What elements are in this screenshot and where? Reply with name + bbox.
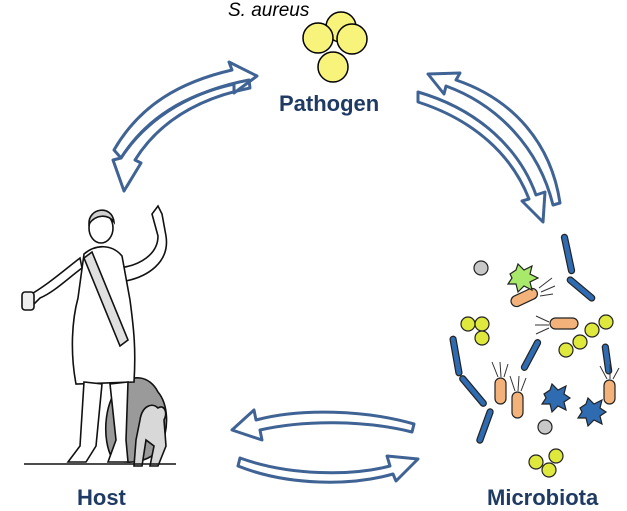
statue-extended-arm <box>26 256 83 306</box>
flagella <box>599 364 620 380</box>
rod-bacterium <box>560 233 576 275</box>
microbiota-label: Microbiota <box>487 485 599 510</box>
coccus <box>336 23 368 55</box>
species-label: S. aureus <box>228 0 310 21</box>
coccus <box>317 51 349 83</box>
microbiota-community <box>449 233 620 478</box>
coccus-small <box>572 334 588 350</box>
coccus-small <box>541 462 557 478</box>
coccus-small <box>474 316 490 332</box>
statue-sash <box>83 250 129 348</box>
staph-aureus-cluster <box>302 11 368 83</box>
grey-cell <box>537 419 553 435</box>
coccus-small <box>528 454 544 470</box>
statue-hair <box>88 209 116 227</box>
coccus-small <box>548 448 564 464</box>
dog-icon <box>133 404 167 467</box>
coccus <box>302 22 334 54</box>
coccus-small <box>460 316 476 332</box>
statue-held-object <box>21 291 35 311</box>
host-label: Host <box>77 485 126 510</box>
rod-bacterium <box>449 335 463 377</box>
statue-tunic <box>71 245 136 385</box>
rod-bacterium <box>459 375 487 407</box>
statue-legs <box>66 381 129 463</box>
statue-raised-arm <box>117 204 168 283</box>
flagellated-rod <box>549 317 579 330</box>
pathogen-label: Pathogen <box>279 91 380 116</box>
flagellated-rod <box>510 287 539 308</box>
spiky-cell-blue <box>576 396 608 428</box>
flagella <box>538 277 556 297</box>
coccus-small <box>558 342 574 358</box>
flagella <box>509 375 527 392</box>
spiky-cell-green <box>506 262 540 294</box>
flagella <box>535 315 550 335</box>
rod-bacterium <box>476 408 494 444</box>
flagellated-rod <box>494 377 507 405</box>
rod-bacterium <box>566 276 596 302</box>
coccus-small <box>584 322 600 338</box>
coccus-small <box>598 314 614 330</box>
arrow-pathogen-to-host <box>111 78 252 193</box>
flagella <box>491 361 509 378</box>
coccus-small <box>474 330 490 346</box>
host-statue-illustration <box>21 204 176 467</box>
arrow-microbiota-to-pathogen <box>426 71 562 207</box>
flagellated-rod <box>603 379 616 405</box>
grey-cell <box>473 260 489 276</box>
rod-bacterium <box>520 339 542 371</box>
arrow-microbiota-to-host <box>230 408 416 442</box>
flagellated-rod <box>511 391 524 419</box>
rod-bacterium <box>601 343 613 375</box>
arrow-host-to-microbiota <box>236 454 420 484</box>
spiky-cell-blue <box>540 382 572 414</box>
arrow-pathogen-to-microbiota <box>416 90 547 224</box>
